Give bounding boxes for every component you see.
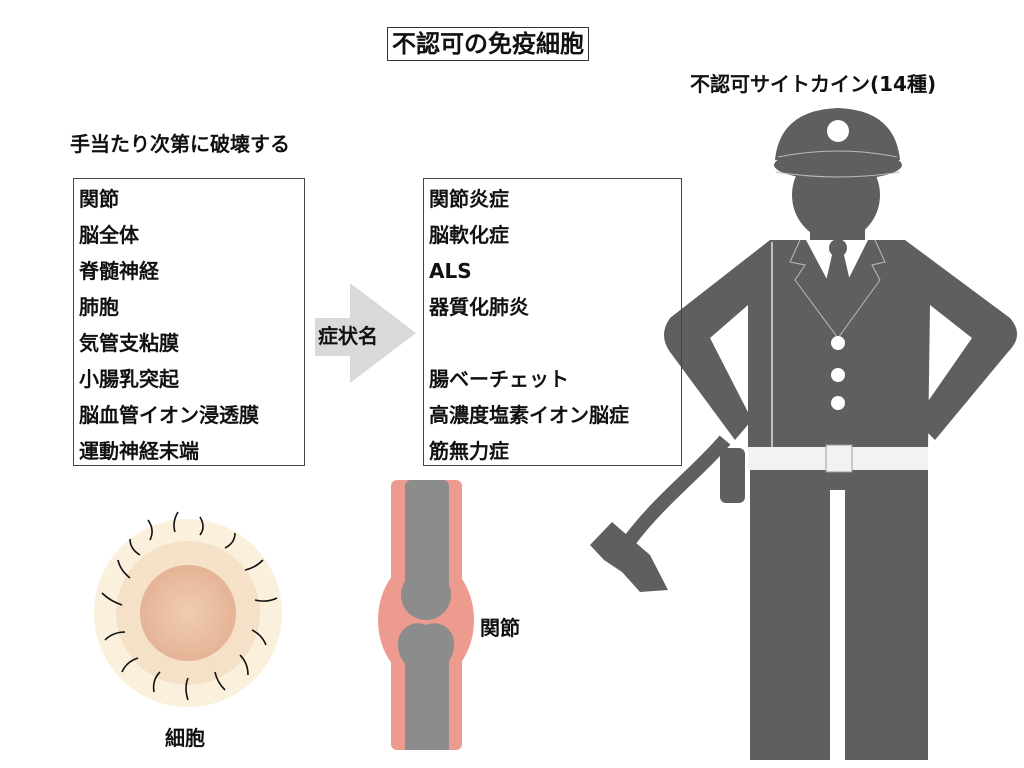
page-title: 不認可の免疫細胞 bbox=[387, 27, 589, 61]
list-item: 高濃度塩素イオン脳症 bbox=[429, 403, 629, 427]
list-item: 気管支粘膜 bbox=[79, 331, 179, 355]
list-item: 関節炎症 bbox=[429, 187, 509, 211]
arrow-label: 症状名 bbox=[318, 324, 378, 348]
list-item: 器質化肺炎 bbox=[429, 295, 529, 319]
joint-illustration bbox=[378, 480, 474, 750]
list-item: 筋無力症 bbox=[429, 439, 509, 463]
target-list: 関節 脳全体 脊髄神経 肺胞 気管支粘膜 小腸乳突起 脳血管イオン浸透膜 運動神… bbox=[73, 178, 305, 466]
list-item bbox=[429, 325, 676, 361]
list-item: 肺胞 bbox=[79, 295, 119, 319]
arrow-right-icon bbox=[315, 283, 416, 383]
list-item: 脳軟化症 bbox=[429, 223, 509, 247]
list-item: ALS bbox=[429, 259, 472, 283]
list-item: 小腸乳突起 bbox=[79, 367, 179, 391]
list-item: 運動神経末端 bbox=[79, 439, 199, 463]
cytokine-heading: 不認可サイトカイン(14種) bbox=[690, 72, 937, 96]
list-item: 脳血管イオン浸透膜 bbox=[79, 403, 259, 427]
list-item: 腸ベーチェット bbox=[429, 367, 569, 391]
joint-label: 関節 bbox=[480, 616, 520, 640]
cell-label: 細胞 bbox=[165, 726, 205, 750]
list-item: 脳全体 bbox=[79, 223, 139, 247]
cell-illustration bbox=[94, 511, 282, 707]
list-item: 関節 bbox=[79, 187, 119, 211]
list-item: 脊髄神経 bbox=[79, 259, 159, 283]
symptom-list: 関節炎症 脳軟化症 ALS 器質化肺炎 腸ベーチェット 高濃度塩素イオン脳症 筋… bbox=[423, 178, 682, 466]
destroy-heading: 手当たり次第に破壊する bbox=[70, 132, 290, 156]
police-officer-figure bbox=[590, 108, 1018, 760]
